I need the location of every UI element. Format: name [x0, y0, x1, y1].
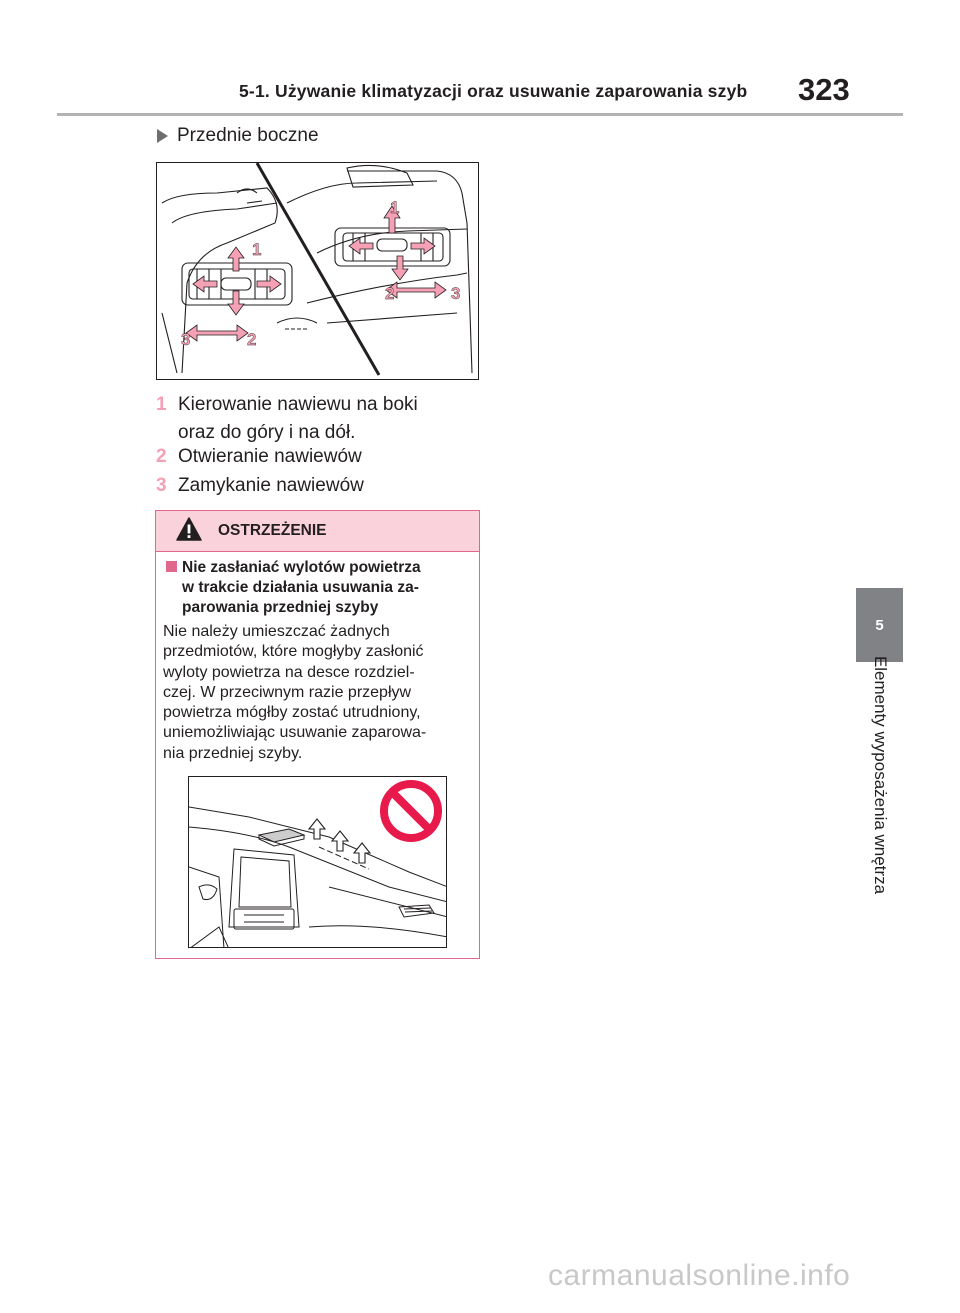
chapter-tab[interactable]: 5 — [856, 588, 903, 662]
legend-number: 1 — [156, 394, 167, 415]
warning-subheading-line: parowania przedniej szyby — [182, 599, 379, 616]
legend-number: 3 — [156, 475, 167, 496]
subheading-text: Przednie boczne — [177, 125, 319, 146]
chapter-label: Elementy wyposażenia wnętrza — [871, 655, 890, 895]
figure-label: 3 — [181, 330, 190, 349]
warning-body-line: przedmiotów, które mogłyby zasłonić — [163, 643, 424, 661]
warning-subheading-text: Nie zasłaniać wylotów powietrza — [182, 559, 421, 576]
figure-label: 1 — [390, 198, 399, 217]
figure-label: 2 — [247, 330, 256, 349]
square-bullet-icon — [166, 561, 177, 572]
legend-number: 2 — [156, 446, 167, 467]
vent-illustration: 1 2 3 1 2 3 — [156, 162, 479, 380]
watermark: carmanualsonline.info — [548, 1259, 851, 1292]
warning-body: Nie należy umieszczać żadnych przedmiotó… — [163, 622, 473, 764]
warning-body-line: czej. W przeciwnym razie przepływ — [163, 683, 412, 701]
legend-text: Otwieranie nawiewów — [178, 446, 362, 467]
warning-subheading-line: w trakcie działania usuwania za- — [182, 579, 419, 596]
warning-header: OSTRZEŻENIE — [156, 511, 479, 552]
warning-subheading-line: Nie zasłaniać wylotów powietrza — [166, 558, 471, 578]
warning-subheading: Nie zasłaniać wylotów powietrza w trakci… — [166, 558, 471, 618]
warning-triangle-icon — [176, 517, 202, 546]
triangle-bullet-icon — [157, 129, 168, 143]
subheading: Przednie boczne — [157, 125, 319, 147]
legend-text: oraz do góry i na dół. — [178, 422, 356, 443]
figure-label: 2 — [385, 284, 394, 303]
warning-body-line: Nie należy umieszczać żadnych — [163, 623, 390, 640]
warning-body-line: uniemożliwiając usuwanie zaparowa- — [163, 724, 427, 742]
warning-body-line: nia przedniej szyby. — [163, 744, 303, 762]
warning-title: OSTRZEŻENIE — [218, 522, 327, 539]
prohibition-icon — [380, 780, 442, 842]
vent-drawing: 1 2 3 1 2 3 — [161, 163, 473, 376]
header-rule — [57, 113, 903, 116]
section-title: 5-1. Używanie klimatyzacji oraz usuwanie… — [239, 81, 748, 101]
page-number: 323 — [798, 72, 850, 107]
blocked-vent-illustration — [188, 776, 447, 948]
figure-label: 1 — [252, 240, 261, 259]
warning-body-line: wyloty powietrza na desce rozdziel- — [163, 663, 415, 681]
warning-box: OSTRZEŻENIE Nie zasłaniać wylotów powiet… — [155, 510, 480, 959]
figure-label: 3 — [451, 284, 460, 303]
warning-body-line: powietrza mógłby zostać utrudniony, — [163, 704, 421, 722]
legend-text: Zamykanie nawiewów — [178, 475, 364, 496]
legend-text: Kierowanie nawiewu na boki — [178, 394, 418, 415]
